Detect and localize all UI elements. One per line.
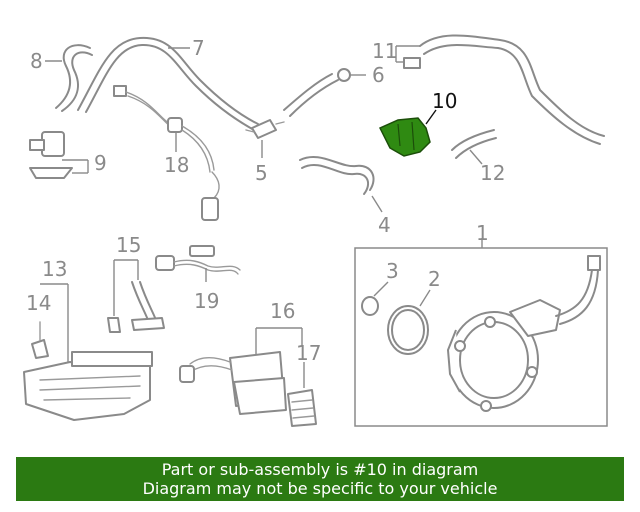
callout-8: 8 — [30, 49, 43, 73]
callout-18: 18 — [164, 153, 189, 177]
callout-line-4 — [371, 195, 383, 213]
callout-1: 1 — [476, 221, 489, 245]
callout-19: 19 — [194, 289, 219, 313]
part-7-hose — [77, 36, 259, 131]
part-1-vacuum-pump — [447, 255, 601, 412]
part-13-canister — [23, 351, 153, 421]
callout-12: 12 — [480, 161, 505, 185]
callout-6: 6 — [372, 63, 385, 87]
part-3-oring — [361, 296, 379, 316]
callout-15: 15 — [116, 233, 141, 257]
callout-11: 11 — [372, 39, 397, 63]
callout-16: 16 — [270, 299, 295, 323]
part-12-hose — [451, 129, 497, 159]
part-10-valve-highlighted — [378, 117, 431, 157]
callout-7: 7 — [192, 36, 205, 60]
part-18-sensor — [113, 85, 220, 221]
part-14-clip — [31, 321, 49, 359]
callout-14: 14 — [26, 291, 51, 315]
callout-line-2 — [419, 289, 431, 307]
part-1-box — [354, 247, 608, 427]
part-16-solenoid — [179, 351, 287, 415]
banner-line-2: Diagram may not be specific to your vehi… — [142, 479, 498, 498]
part-5-valve — [245, 119, 285, 139]
part-11-hose — [403, 34, 605, 145]
callout-5: 5 — [255, 161, 268, 185]
callout-line-10 — [425, 109, 437, 125]
callout-line-3 — [373, 281, 389, 297]
callout-17: 17 — [296, 341, 321, 365]
part-17-connector — [287, 389, 317, 427]
part-6-hose — [283, 68, 351, 117]
part-9-valve — [29, 131, 73, 179]
part-info-banner: Part or sub-assembly is #10 in diagram D… — [16, 457, 624, 501]
callout-4: 4 — [378, 213, 391, 237]
callout-13: 13 — [42, 257, 67, 281]
callout-3: 3 — [386, 259, 399, 283]
part-4-hose — [299, 155, 375, 195]
callout-9: 9 — [94, 151, 107, 175]
part-2-gasket — [387, 305, 429, 355]
callout-10: 10 — [432, 89, 457, 113]
part-8-hose — [55, 44, 93, 112]
part-15-bracket — [107, 281, 165, 333]
callout-2: 2 — [428, 267, 441, 291]
callout-line-12 — [469, 149, 483, 165]
part-19-sensor — [155, 245, 241, 275]
banner-line-1: Part or sub-assembly is #10 in diagram — [161, 460, 479, 479]
